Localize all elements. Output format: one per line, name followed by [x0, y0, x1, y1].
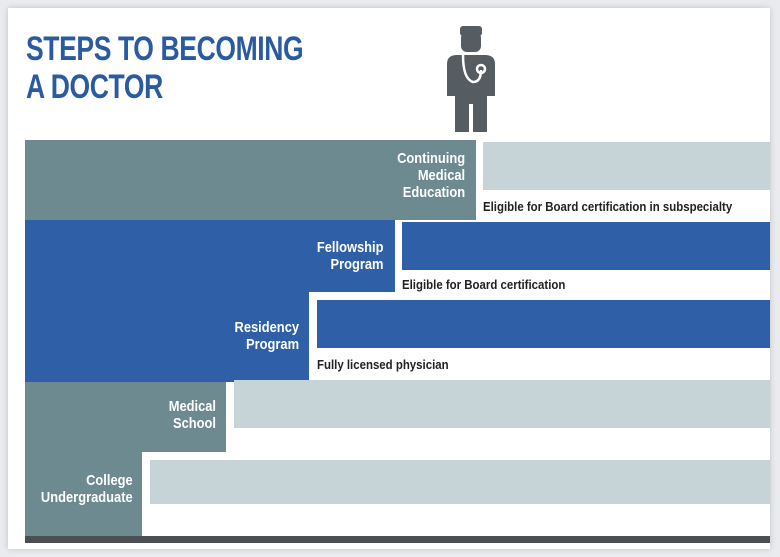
doctor-icon: [447, 26, 495, 132]
title-line-1: STEPS TO BECOMING: [26, 30, 304, 68]
step-medical-school-block: [25, 382, 226, 452]
step-college-block: [25, 452, 142, 536]
step-cme-label: Continuing Medical Education: [396, 150, 465, 201]
step-medical-school-label: Medical School: [168, 398, 216, 432]
step-college-label: College Undergraduate: [41, 472, 133, 506]
step-college-bar: [150, 460, 770, 504]
baseline: [25, 536, 770, 543]
step-fellowship-label: Fellowship Program: [317, 239, 384, 273]
step-residency-caption: Fully licensed physician: [317, 357, 449, 372]
step-cme-bar: [483, 142, 770, 190]
page-title: STEPS TO BECOMING A DOCTOR: [26, 30, 304, 106]
step-residency-bar: [317, 300, 770, 348]
step-fellowship-block: [25, 220, 395, 292]
step-cme-caption: Eligible for Board certification in subs…: [483, 199, 733, 214]
step-cme-block: [25, 140, 476, 220]
title-line-2: A DOCTOR: [26, 68, 163, 106]
step-fellowship-caption: Eligible for Board certification: [402, 277, 566, 292]
step-residency-label: Residency Program: [234, 319, 299, 353]
step-medical-school-bar: [234, 380, 770, 428]
step-fellowship-bar: [402, 222, 770, 270]
step-residency-block: [25, 292, 309, 382]
